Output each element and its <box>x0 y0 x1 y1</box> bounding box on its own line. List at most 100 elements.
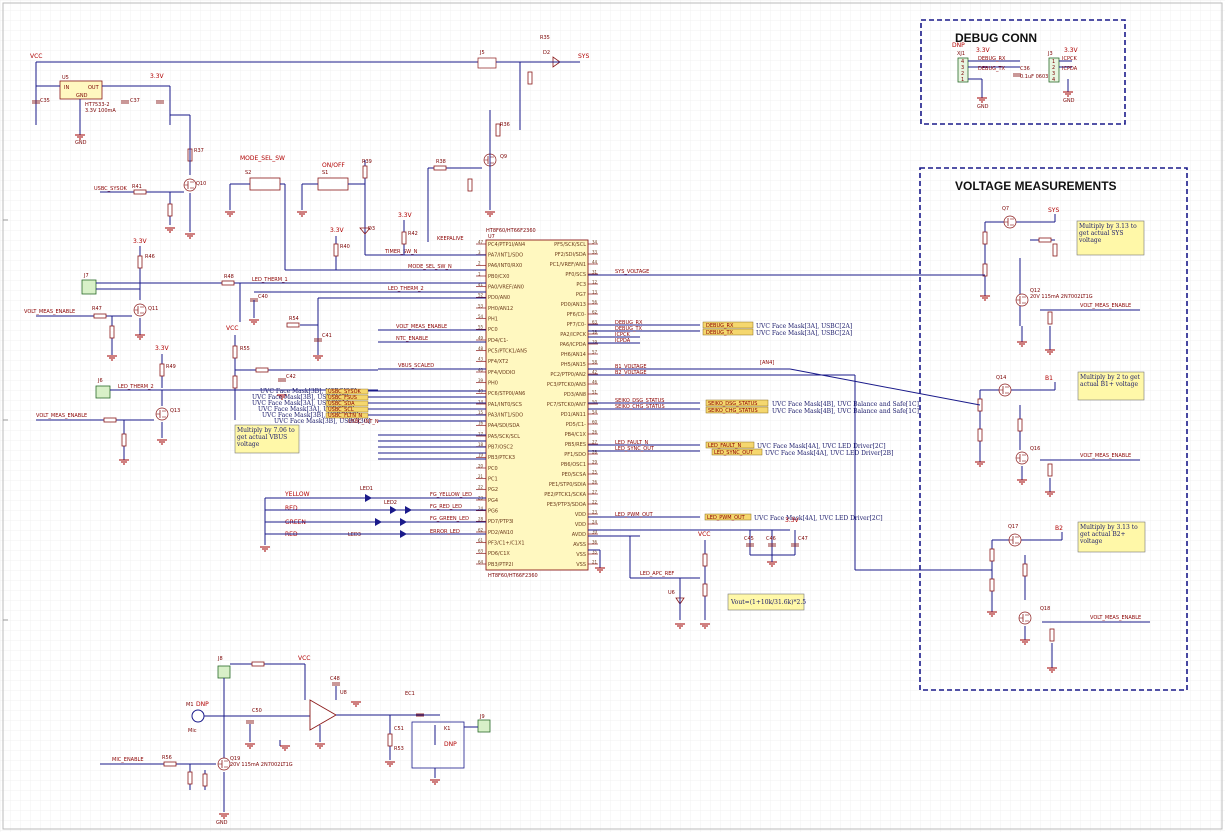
vbus-note-text: Multiply by 7.06 to get actual VBUS volt… <box>237 427 295 448</box>
mcu-right-pin-num: 24 <box>592 519 598 524</box>
mcu-left-pin-name: PD4/C1- <box>488 338 508 344</box>
led-red-label: RED <box>285 505 298 512</box>
mcu-right-pin-num: 31 <box>592 269 598 274</box>
r49-ref: R49 <box>166 364 176 370</box>
debug-rx-note: UVC Face Mask[3A], USBC[2A] <box>756 323 852 330</box>
vcc-top: VCC <box>30 53 42 60</box>
usbc-fltn-box: USBC_FLTN_N <box>328 413 362 419</box>
debug-pin-left-0: 4 <box>961 59 964 65</box>
net-led-fault: LED_FAULT_N <box>615 440 648 446</box>
r35-ref: R35 <box>540 35 550 41</box>
mcu-left-pin-name: PA4/SDI/SDA <box>488 423 520 429</box>
usbc-scl-box: USBC_SCL <box>328 407 354 413</box>
mcu-right-nets: SYS_VOLTAGE DEBUG_RX DEBUG_TX ICPCK ICPD… <box>588 269 992 629</box>
voltage-measurements-section: VOLTAGE MEASUREMENTS SYS Q7 Q12 20V 115m… <box>919 167 1188 691</box>
r48-ref: R48 <box>224 274 234 280</box>
mcu-right-pin-num: 58 <box>592 359 598 364</box>
usbc-fsus-note: UVC Face Mask[3B], USBC[4C] <box>252 394 349 401</box>
debug-pin-right-2: 3 <box>1052 71 1055 77</box>
debug-cap-val: 0.1uF 0603 <box>1020 74 1048 80</box>
led-sync-box: LED_SYNC_OUT <box>714 450 754 456</box>
mic-label: Mic <box>188 728 197 734</box>
mcu-left-pin-num: 52 <box>478 293 484 298</box>
mcu-right-pin-name: VDD <box>575 512 586 518</box>
sys-power-label: SYS <box>1048 207 1059 214</box>
mcu-right-pin-name: PF1/SDO <box>564 452 586 458</box>
mcu-u7: HT8F60/HT66F2360 U7 HT8F60/HT66F2360 PC4… <box>476 228 598 579</box>
led-fault-box: LED_FAULT_N <box>708 443 741 449</box>
mcu-left-pin-name: PC6/STP0I/AN6 <box>488 391 525 397</box>
v33-mcu: 3.3V <box>785 517 800 524</box>
mcu-right-pin-name: PG7 <box>576 292 586 298</box>
mcu-right-pin-name: PD1/AN11 <box>561 412 586 418</box>
mcu-left-pin-num: 18 <box>478 442 484 447</box>
v33-r49: 3.3V <box>155 345 170 352</box>
mcu-right-pin-num: 22 <box>592 499 598 504</box>
debug-net-3: ICPDA <box>1062 66 1078 72</box>
mcu-left-pin-num: 41 <box>478 282 484 287</box>
usbc-sda-box: USBC_SDA <box>328 401 355 407</box>
vout-note-text: Vout=(1+10k/31.6k)*2.5 <box>730 599 806 606</box>
debug-pin-right-3: 4 <box>1052 77 1055 83</box>
q10-ref: Q10 <box>196 181 206 187</box>
q18-ref: Q18 <box>1040 606 1050 612</box>
c47-ref: C47 <box>798 536 808 542</box>
net-b1-voltage: B1_VOLTAGE <box>615 364 647 370</box>
debug-pin-right-0: 1 <box>1052 59 1055 65</box>
fg-red-net: FG_RED_LED <box>430 504 462 510</box>
mcu-left-pin-name: PB0/CX0 <box>488 274 509 280</box>
mcu-right-pin-name: PH5/AN15 <box>561 362 586 368</box>
mcu-right-pin-num: 62 <box>592 309 598 314</box>
volt-meas-enable-mcu: VOLT_MEAS_ENABLE <box>396 324 447 330</box>
b1-volt-meas-enable: VOLT_MEAS_ENABLE <box>1080 453 1131 459</box>
mcu-right-pin-name: PC3 <box>576 282 586 288</box>
r36-ref: R36 <box>500 122 510 128</box>
j6-ref: J6 <box>97 378 103 384</box>
k1-ref: K1 <box>444 726 450 732</box>
mcu-right-pin-num: 60 <box>592 419 598 424</box>
led-fault-note: UVC Face Mask[4A], UVC LED Driver[2C] <box>757 443 886 450</box>
r55-ref: R55 <box>240 346 250 352</box>
debug-pin-right-1: 2 <box>1052 65 1055 71</box>
ec1-ref: EC1 <box>405 691 415 697</box>
usbc-fsus-box: USBC_FSUS <box>328 395 357 401</box>
mcu-left-pin-num: 48 <box>478 346 484 351</box>
mcu-ref: U7 <box>488 234 495 240</box>
mcu-right-pin-num: 57 <box>592 349 598 354</box>
debug-rx-box: DEBUG_RX <box>706 323 734 329</box>
error-led-net: ERROR_LED <box>430 529 460 535</box>
b2-note-text: Multiply by 3.13 to get actual B2+ volta… <box>1080 524 1138 545</box>
debug-dnp-label: DNP <box>952 42 965 49</box>
j9-ref: J9 <box>479 714 485 720</box>
r39-ref: R39 <box>362 159 372 165</box>
usbc-sysok-left: USBC_SYSOK <box>94 186 128 192</box>
c48-ref: C48 <box>330 676 340 682</box>
b1-note <box>1077 371 1145 401</box>
c51-ref: C51 <box>394 726 404 732</box>
sys-volt-meas-enable: VOLT_MEAS_ENABLE <box>1080 303 1131 309</box>
mcu-left-pin-num: 24 <box>478 506 484 511</box>
u6-ref: U6 <box>668 590 675 596</box>
c50-ref: C50 <box>252 708 262 714</box>
mcu-left-pin-num: 47 <box>478 239 484 244</box>
q19-ref: Q19 <box>230 756 240 762</box>
mcu-right-pin-name: PB6/OSC1 <box>561 462 586 468</box>
led-therm2-net: LED_THERM_2 <box>388 286 424 292</box>
c40-ref: C40 <box>258 294 268 300</box>
vbus-label: VCC <box>226 325 238 332</box>
mcu-right-pin-num: 54 <box>592 409 598 414</box>
v33-top: 3.3V <box>150 73 165 80</box>
u5-ref: U5 <box>62 75 69 81</box>
mcu-left-pin-name: PD6/C1X <box>488 551 510 557</box>
vcc-mic: VCC <box>298 655 310 662</box>
mcu-right-pin-num: 50 <box>592 399 598 404</box>
mcu-right-pin-name: AVDD <box>572 532 586 538</box>
mcu-left-pin-name: PA3/INT1/SDO <box>488 412 523 418</box>
gnd-u5: GND <box>75 140 87 146</box>
mcu-left-pin-name: PC0 <box>488 466 498 472</box>
r38-ref: R38 <box>436 159 446 165</box>
mcu-right-pin-num: 26 <box>592 429 598 434</box>
usbc-sda-note: UVC Face Mask[3A], USBC[2A] <box>252 400 348 407</box>
mode-sel-sw-label: MODE_SEL_SW <box>240 155 285 162</box>
